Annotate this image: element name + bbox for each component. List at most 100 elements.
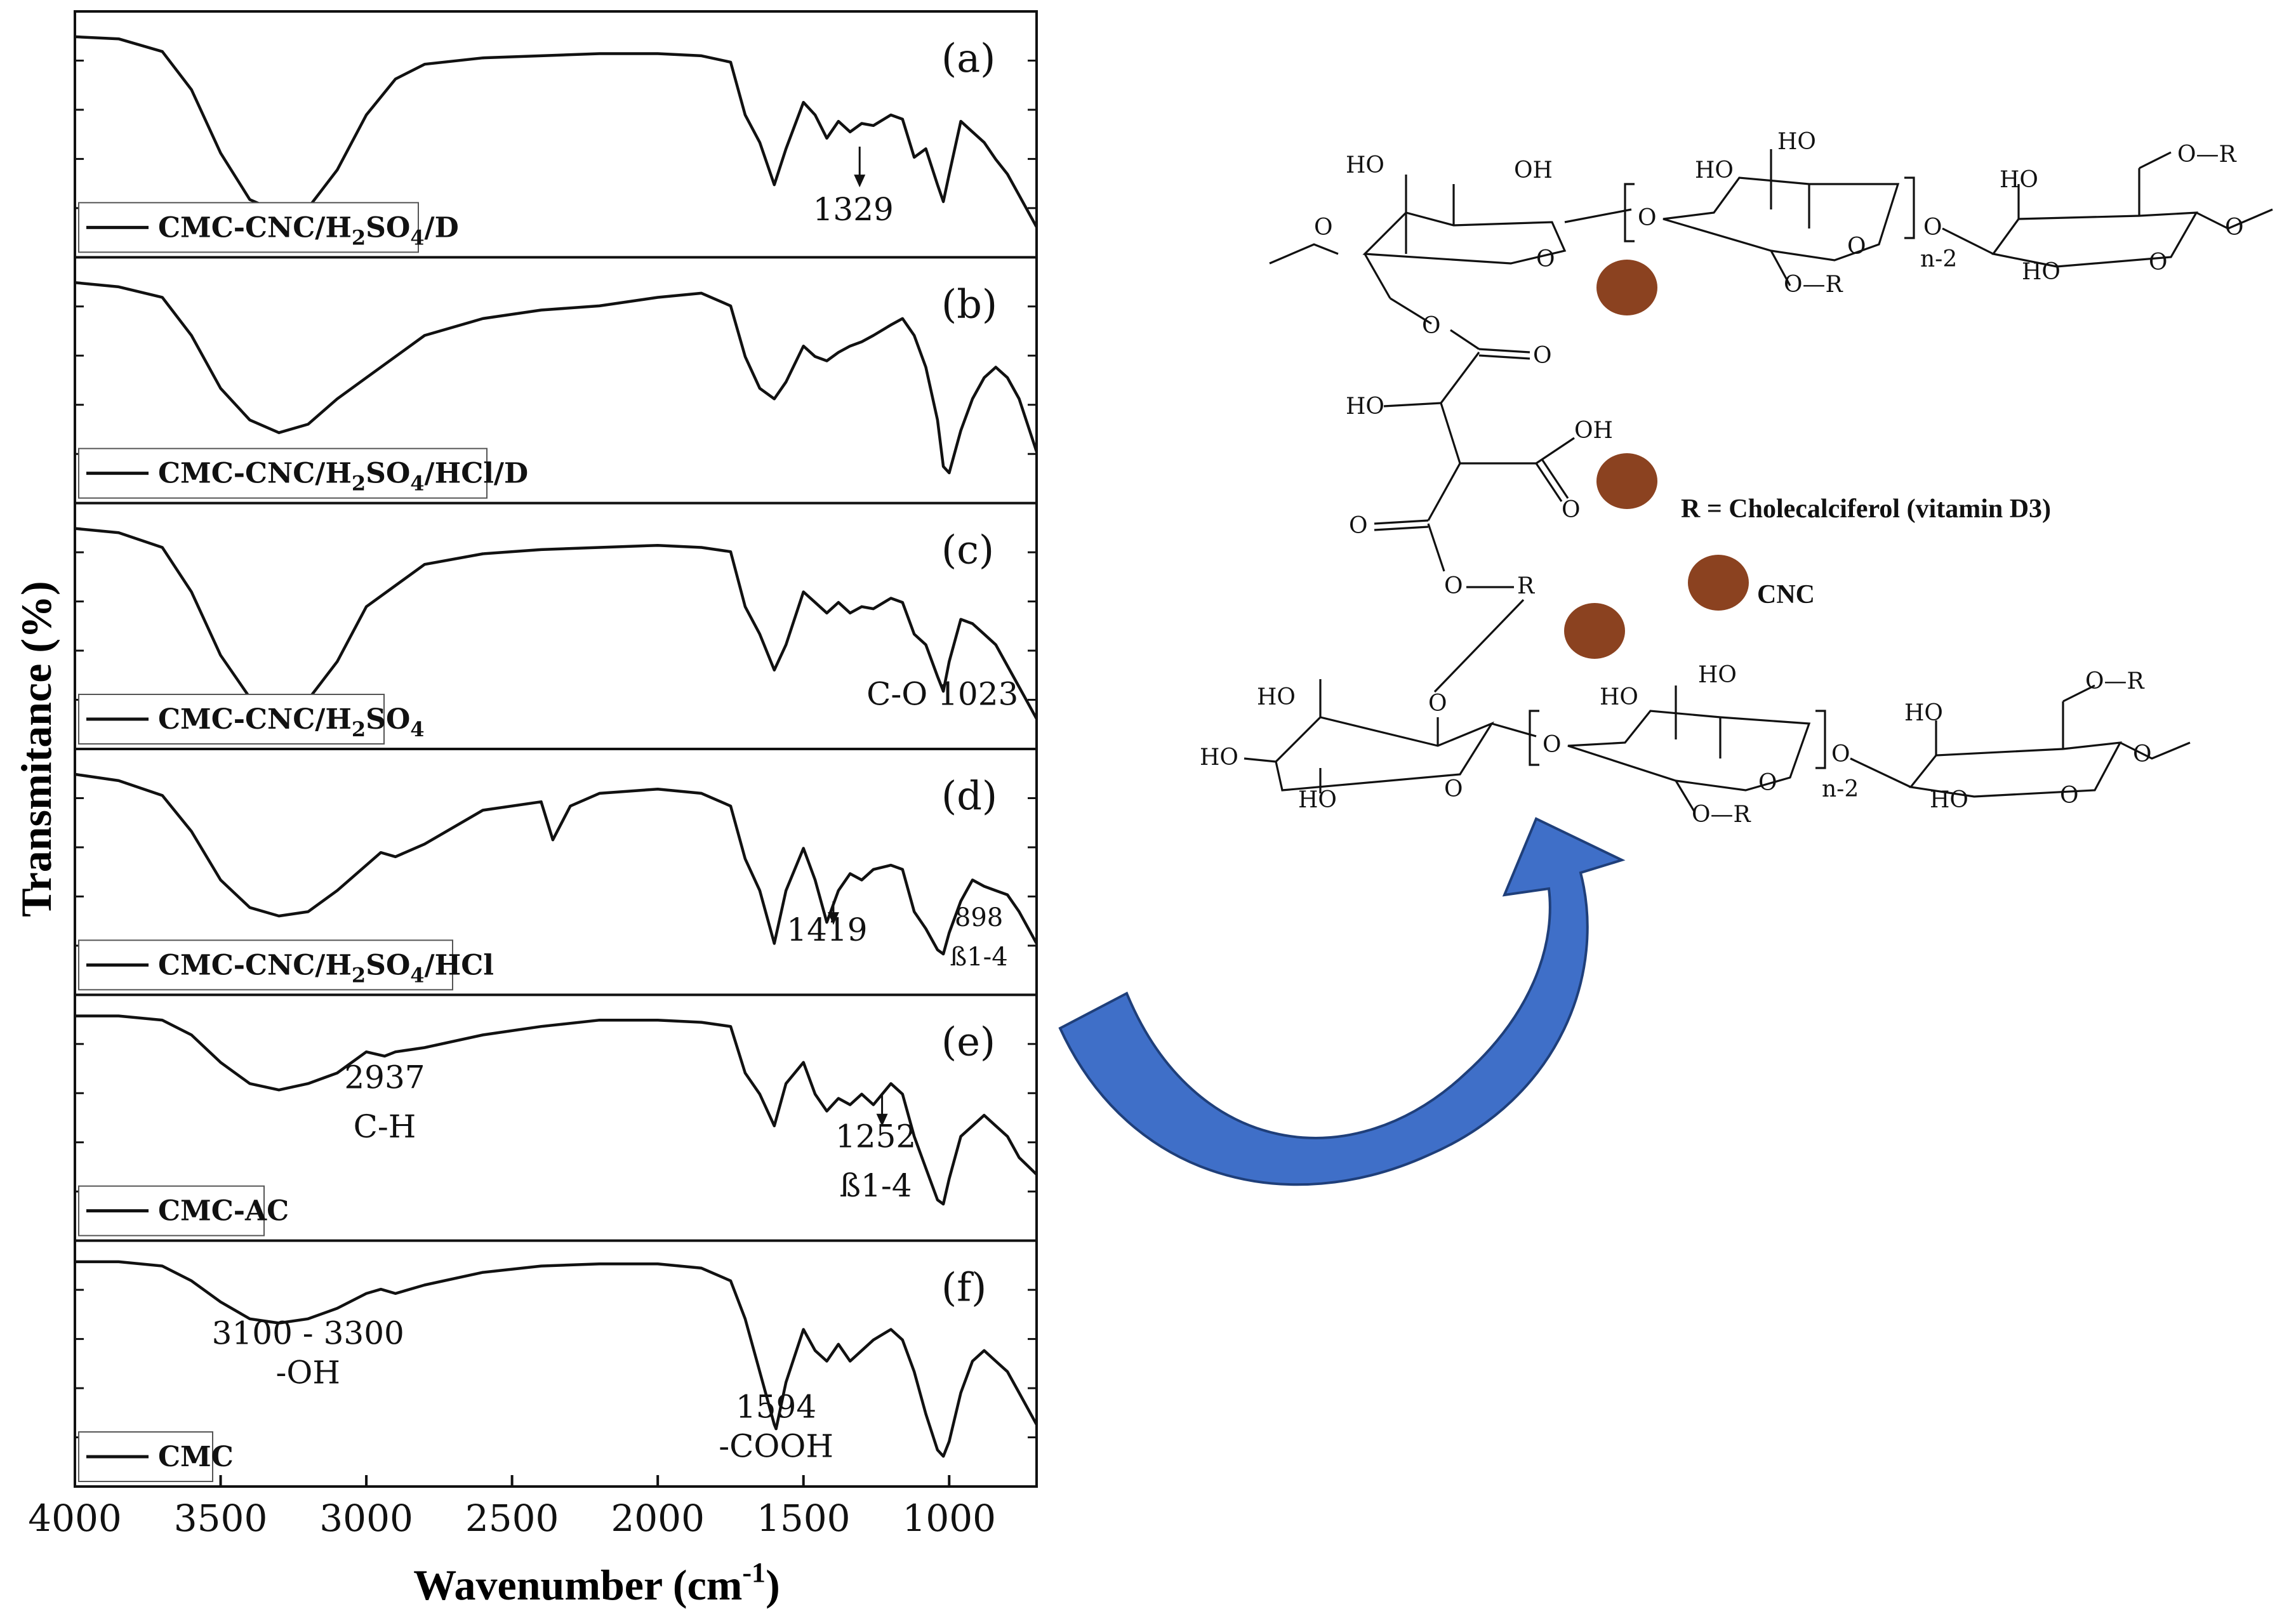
- linker-bottom-o: O: [1428, 691, 1447, 717]
- linker-ch2: [1390, 297, 1432, 325]
- top-ring-2-ho-b: HO: [1777, 129, 1816, 155]
- annotation: 3100 - 3300: [212, 1315, 404, 1351]
- bottom-bridge-o: O: [1543, 732, 1562, 758]
- panel-b: (b)CMC-CNC/H2SO4/HCl/D: [74, 256, 1039, 499]
- annotation: 2937: [344, 1059, 425, 1096]
- linker-bond-5: [1427, 463, 1461, 521]
- linker-cooh-o: O: [1562, 497, 1581, 523]
- linker-ester-o-2: O: [1444, 573, 1463, 599]
- cnc-particles: [1564, 260, 1749, 659]
- panel-tag: (d): [941, 772, 997, 819]
- bottom-ring-2-o: O: [1758, 770, 1777, 796]
- bottom-bridge-o-2: O: [1831, 741, 1850, 767]
- top-ring-3-ho: HO: [2000, 167, 2038, 193]
- linker-carbonyl-o-2: O: [1349, 513, 1368, 539]
- linker-carbonyl-2: [1374, 519, 1429, 525]
- legend-label-part: SO: [366, 949, 410, 981]
- annotation-arrowhead: [827, 912, 839, 925]
- annotation: 1252: [835, 1118, 916, 1155]
- top-ring-3-or: O—R: [2177, 142, 2237, 168]
- linker-r: R: [1517, 573, 1535, 599]
- x-tick-label: 2000: [611, 1497, 705, 1540]
- annotation: C-O 1023: [866, 675, 1018, 712]
- top-glyco-bond-2: [1942, 227, 1994, 255]
- bottom-ring-1-o: O: [1444, 776, 1463, 802]
- x-tick-label: 1500: [757, 1497, 851, 1540]
- x-tick-label: 3500: [174, 1497, 268, 1540]
- x-axis-title: Wavenumber (cm-1): [413, 1557, 780, 1609]
- chemical-scheme: O HO OH O O HO HO O—R O n-2 O HO HO O—R: [1200, 129, 2273, 828]
- top-methoxy-o: O: [1314, 215, 1333, 241]
- top-ring-2: [1662, 176, 1900, 262]
- annotation: 898: [955, 903, 1003, 932]
- top-ring-1-o: O: [1536, 246, 1555, 272]
- panel-tag: (c): [941, 527, 994, 573]
- legend-label-part: /HCl: [425, 949, 494, 981]
- x-axis-title-sup: -1: [742, 1557, 766, 1588]
- legend-label-part: CMC-CNC/H: [158, 703, 352, 736]
- annotation: -COOH: [719, 1428, 833, 1465]
- bottom-ring-3-or: O—R: [2085, 668, 2145, 694]
- legend-label: CMC-CNC/H2SO4/HCl/D: [158, 458, 528, 496]
- bottom-bracket-right: [1815, 710, 1826, 769]
- cnc-particle-2: [1596, 453, 1657, 509]
- bottom-n-subscript: n-2: [1822, 776, 1859, 802]
- legend-label-part: 4: [410, 717, 424, 741]
- top-end-o: O: [2225, 215, 2244, 241]
- bottom-ring-3-ho-b: HO: [1930, 787, 1968, 813]
- legend-label: CMC-CNC/H2SO4: [158, 703, 425, 741]
- bottom-end-o: O: [2133, 741, 2152, 767]
- r-definition: R = Cholecalciferol (vitamin D3): [1681, 494, 2051, 524]
- top-ring-2-o: O: [1847, 234, 1866, 260]
- annotation: C-H: [354, 1108, 416, 1145]
- legend-label-part: 2: [352, 717, 366, 741]
- linker-bond-2: [1440, 352, 1480, 404]
- linker-cooh-oh: OH: [1574, 418, 1613, 444]
- legend-label-part: 2: [352, 472, 366, 496]
- linker-bond-3: [1440, 402, 1461, 464]
- legend-label-part: 4: [410, 963, 424, 987]
- annotation: 1594: [736, 1389, 816, 1426]
- legend-label-part: CMC-CNC/H: [158, 211, 352, 244]
- linker-ester-o-1: O: [1422, 313, 1441, 339]
- y-axis-title: Transmitance (%): [12, 581, 60, 917]
- bottom-ring-3-o: O: [2060, 783, 2079, 809]
- linker-cooh-1: [1536, 437, 1575, 465]
- top-glyco-bond-1: [1564, 208, 1632, 223]
- bottom-ring-1-ho-b: HO: [1200, 745, 1238, 771]
- annotation-arrowhead: [876, 1113, 888, 1127]
- cnc-particle-3: [1688, 555, 1749, 611]
- top-bridge-o: O: [1638, 205, 1657, 231]
- annotation: -OH: [276, 1354, 341, 1391]
- top-ring-2-ho: HO: [1695, 157, 1734, 183]
- x-axis-title-main: Wavenumber (cm: [413, 1561, 742, 1609]
- linker-to-bottom: [1433, 599, 1525, 693]
- bottom-ring-1-ho-c: HO: [1298, 787, 1337, 813]
- legend-label-part: 2: [352, 225, 366, 249]
- linker-carbonyl-o-1: O: [1533, 343, 1552, 369]
- legend-label: CMC-CNC/H2SO4/D: [158, 211, 459, 249]
- top-ring-1-ho: HO: [1346, 152, 1384, 178]
- top-ring-2-or: O—R: [1784, 272, 1843, 298]
- legend-label: CMC: [158, 1441, 234, 1473]
- legend-label-part: /D: [425, 211, 459, 244]
- annotation-arrowhead: [854, 175, 866, 188]
- bottom-ring-2-c6: [1675, 780, 1696, 813]
- legend-label-part: CMC: [158, 1441, 234, 1473]
- top-ring-1-oh: OH: [1514, 157, 1553, 183]
- linker-cooh-2: [1535, 463, 1563, 502]
- annotation: ß1-4: [840, 1167, 912, 1204]
- x-tick-label: 3000: [319, 1497, 413, 1540]
- cnc-label: CNC: [1757, 580, 1815, 609]
- x-tick-label: 2500: [465, 1497, 559, 1540]
- top-bracket-right: [1904, 176, 1915, 239]
- top-bracket-left: [1624, 183, 1635, 242]
- legend-label-part: SO: [366, 703, 410, 736]
- top-bridge-o-2: O: [1923, 215, 1942, 241]
- linker-c-oh: [1383, 402, 1442, 407]
